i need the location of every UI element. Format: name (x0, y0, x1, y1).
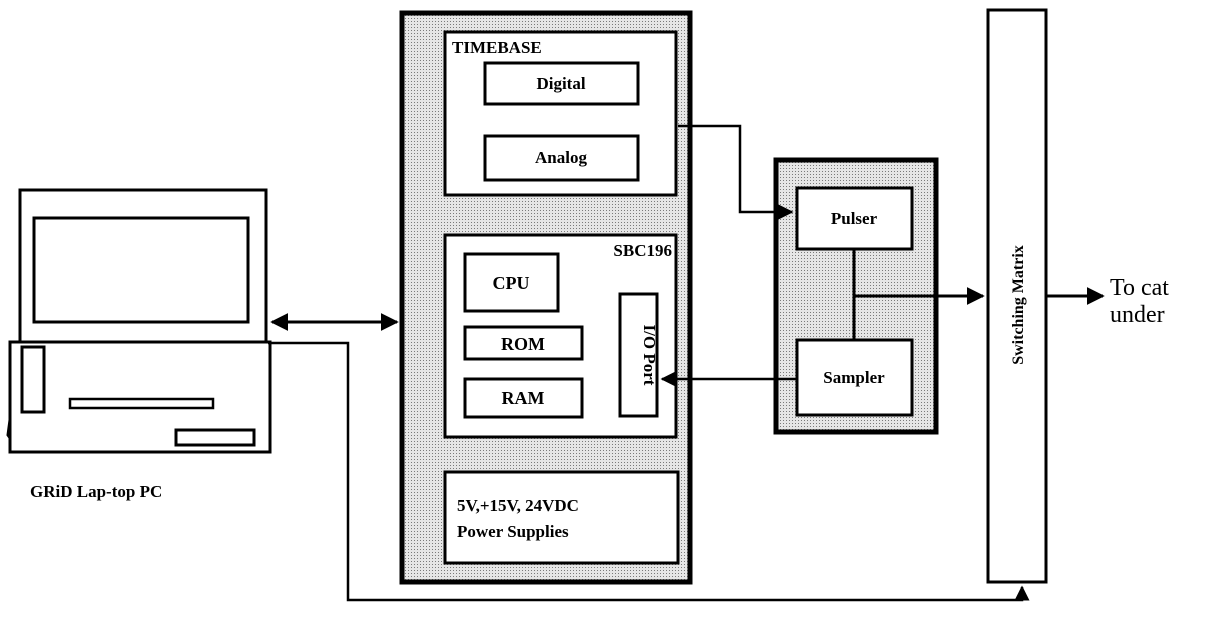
sbc196-title: SBC196 (613, 241, 672, 260)
laptop-label: GRiD Lap-top PC (30, 482, 162, 501)
power-line1: 5V,+15V, 24VDC (457, 496, 579, 515)
output-label-line1: To cat (1110, 275, 1169, 301)
io-port-block (618, 292, 659, 418)
pulser-block (795, 186, 914, 251)
ram-block (463, 377, 584, 419)
laptop-matrix-control-line (268, 341, 1030, 602)
sampler-block (795, 338, 914, 417)
timebase-pulser-link (678, 124, 794, 220)
digital-block (483, 61, 640, 106)
analog-label: Analog (535, 148, 587, 167)
cpu-label: CPU (493, 273, 530, 293)
ram-label: RAM (502, 388, 545, 408)
power-line2: Power Supplies (457, 522, 569, 541)
cpu-block (463, 252, 560, 313)
io-port-label: I/O Port (640, 325, 659, 386)
output-label-line2: under (1110, 302, 1165, 328)
analog-block (483, 134, 640, 182)
sampler-label: Sampler (823, 368, 885, 387)
pulser-label: Pulser (831, 209, 878, 228)
rom-label: ROM (501, 334, 545, 354)
rom-block (463, 325, 584, 361)
timebase-title: TIMEBASE (452, 38, 542, 57)
digital-label: Digital (536, 74, 585, 93)
switching-matrix-label: Switching Matrix (1010, 245, 1027, 365)
power-supplies-block (443, 470, 680, 565)
laptop-computer-icon (6, 188, 272, 454)
switching-matrix-block (986, 8, 1048, 584)
